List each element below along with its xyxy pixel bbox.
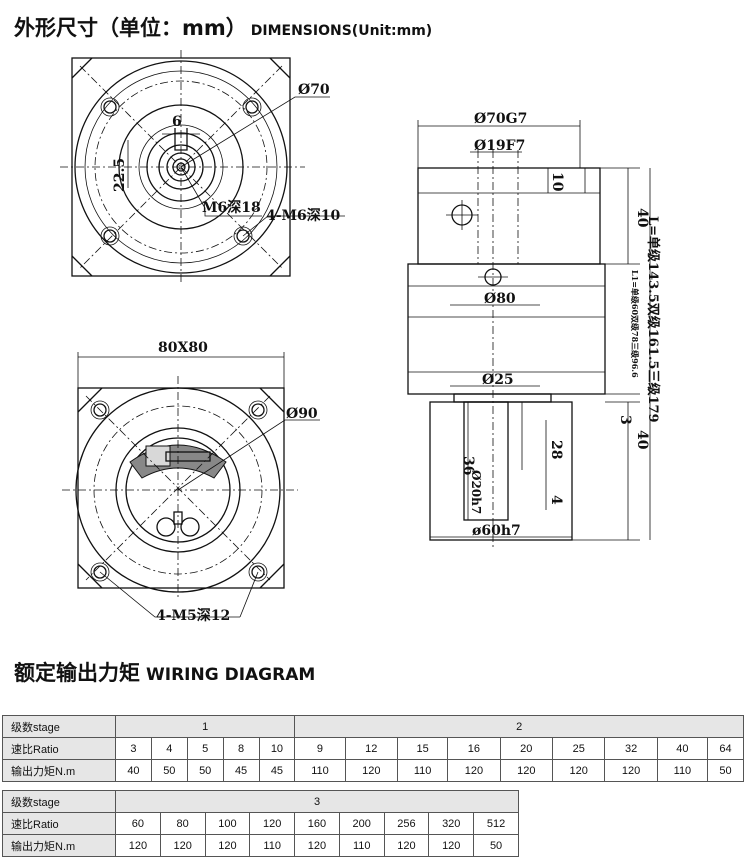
ratio-cell: 100: [204, 812, 251, 835]
rear-view: 80X80 Ø90 4-M5深12: [62, 340, 320, 624]
side-dim4-label: 4: [548, 495, 564, 505]
ratio-cell: 8: [222, 737, 260, 760]
dimensions-heading: 外形尺寸（单位：mm）DIMENSIONS(Unit:mm): [14, 12, 432, 42]
rear-m5x4-label: 4-M5深12: [156, 607, 230, 624]
side-dim40a-label: 40: [634, 208, 650, 228]
torque-cell: 120: [115, 834, 161, 857]
ratio-cell: 200: [338, 812, 385, 835]
side-dim3-label: 3: [617, 415, 633, 425]
torque-cell: 110: [396, 759, 449, 782]
ratio-cell: 3: [115, 737, 152, 760]
stage-header: 级数stage: [2, 790, 116, 813]
torque-cell: 50: [186, 759, 224, 782]
ratio-cell: 40: [656, 737, 709, 760]
torque-cell: 120: [383, 834, 430, 857]
side-inner-note: L1=单级60双级78三级96.6: [630, 270, 640, 378]
ratio-cell: 120: [249, 812, 296, 835]
torque-cell: 45: [258, 759, 296, 782]
ratio-cell: 80: [159, 812, 206, 835]
torque-cell: 120: [551, 759, 606, 782]
side-d70g7-label: Ø70G7: [474, 111, 527, 127]
dimensions-heading-en: DIMENSIONS(Unit:mm): [250, 23, 433, 39]
ratio-cell: 4: [150, 737, 188, 760]
torque-cell: 50: [150, 759, 188, 782]
side-dim36-label: 36: [460, 456, 476, 475]
stage-header: 级数stage: [2, 715, 116, 738]
ratio-cell: 10: [258, 737, 296, 760]
side-dim40b-label: 40: [634, 430, 650, 450]
ratio-header: 速比Ratio: [2, 737, 116, 760]
torque-cell: 120: [159, 834, 206, 857]
ratio-cell: 25: [551, 737, 606, 760]
ratio-cell: 60: [115, 812, 161, 835]
side-d25-label: Ø25: [482, 372, 514, 388]
ratio-cell: 15: [396, 737, 449, 760]
torque-header: 输出力矩N.m: [2, 759, 116, 782]
torque-cell: 110: [294, 759, 346, 782]
side-d19f7-label: Ø19F7: [474, 138, 525, 154]
front-key6-label: 6: [172, 114, 182, 130]
side-d60h7-label: ø60h7: [472, 523, 521, 539]
rear-d90-label: Ø90: [286, 406, 318, 422]
ratio-cell: 9: [294, 737, 346, 760]
ratio-cell: 16: [447, 737, 501, 760]
stage-cell: 1: [114, 715, 296, 738]
ratio-cell: 64: [707, 737, 744, 760]
torque-cell: 50: [473, 834, 519, 857]
front-m6x4-label: 4-M6深10: [266, 207, 341, 224]
side-view: Ø70G7 Ø19F7 Ø80 Ø25 ø60h7 10 40 3 40 36 …: [407, 111, 661, 548]
ratio-cell: 256: [383, 812, 430, 835]
side-dim28-label: 28: [548, 440, 564, 459]
ratio-cell: 160: [294, 812, 340, 835]
torque-cell: 120: [344, 759, 398, 782]
torque-cell: 110: [249, 834, 296, 857]
side-d20h7-label: Ø20h7: [469, 470, 483, 514]
front-d70-label: Ø70: [298, 82, 330, 98]
stage-cell: 2: [294, 715, 744, 738]
torque-cell: 120: [428, 834, 475, 857]
front-dim22-label: 22.5: [112, 158, 128, 192]
ratio-cell: 5: [186, 737, 224, 760]
side-dim10-label: 10: [549, 172, 565, 192]
torque-heading-cn: 额定输出力矩: [14, 661, 140, 685]
torque-cell: 40: [115, 759, 152, 782]
ratio-cell: 12: [344, 737, 398, 760]
ratio-cell: 512: [473, 812, 519, 835]
dimension-drawings: Ø70 6 22.5 M6深18 4-M6深10 80X80 Ø90: [60, 50, 661, 624]
torque-cell: 45: [222, 759, 260, 782]
ratio-cell: 32: [604, 737, 658, 760]
torque-heading: 额定输出力矩 WIRING DIAGRAM: [14, 657, 315, 687]
rear-size-label: 80X80: [158, 340, 208, 356]
side-length-note: L=单级143.5双级161.5三级179: [645, 216, 661, 423]
ratio-cell: 20: [499, 737, 554, 760]
torque-cell: 110: [656, 759, 709, 782]
torque-cell: 120: [447, 759, 501, 782]
ratio-cell: 320: [428, 812, 475, 835]
torque-cell: 50: [707, 759, 744, 782]
ratio-header: 速比Ratio: [2, 812, 116, 835]
dimensions-heading-cn: 外形尺寸（单位：mm）: [14, 16, 247, 40]
torque-cell: 120: [294, 834, 340, 857]
torque-cell: 110: [338, 834, 385, 857]
front-m6-depth-label: M6深18: [202, 199, 261, 216]
torque-cell: 120: [204, 834, 251, 857]
stage-cell: 3: [115, 790, 519, 813]
torque-header: 输出力矩N.m: [2, 834, 116, 857]
torque-heading-en: WIRING DIAGRAM: [146, 665, 316, 685]
side-d80-label: Ø80: [484, 291, 516, 307]
front-view: Ø70 6 22.5 M6深18 4-M6深10: [60, 50, 345, 285]
torque-cell: 120: [604, 759, 658, 782]
torque-cell: 120: [499, 759, 554, 782]
